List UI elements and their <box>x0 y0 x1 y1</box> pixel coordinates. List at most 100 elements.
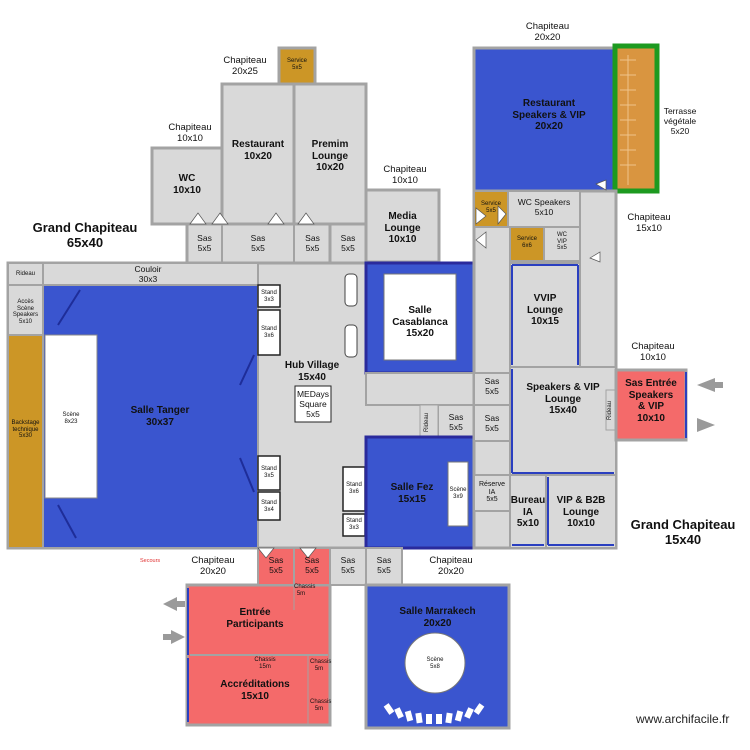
hub-furniture <box>344 324 358 358</box>
rideau-3-label: Rideau <box>607 400 613 420</box>
vvip-lounge-room <box>509 262 581 368</box>
gray-arrows <box>163 378 723 644</box>
wc-speakers-label: WC Speakers 5x10 <box>517 197 571 217</box>
medays-label: MEDays Square 5x5 <box>296 389 330 419</box>
sas-3-label: Sas 5x5 <box>305 233 320 253</box>
stand-a-label: Stand 3x3 <box>261 290 277 303</box>
sas-1-label: Sas 5x5 <box>197 233 212 253</box>
sas-mid-label: Sas 5x5 <box>448 412 464 432</box>
sas-bottom-2-label: Sas 5x5 <box>304 555 320 575</box>
salle-tanger-label: Salle Tanger 30x37 <box>130 405 190 428</box>
hub-furniture <box>344 273 358 307</box>
chassis-4-label: Chassis 5m <box>310 699 332 712</box>
scene-marrakech-label: Scène 5x8 <box>426 657 444 670</box>
tent-label-wc: Chapiteau 10x10 <box>168 122 212 144</box>
scene-fez <box>447 461 469 527</box>
stand-d <box>257 491 281 521</box>
scene-marrakech <box>404 632 466 694</box>
rideau-1-label: Rideau <box>15 271 35 277</box>
watermark: www.archifacile.fr <box>636 712 730 726</box>
sas-bottom-3-label: Sas 5x5 <box>340 555 356 575</box>
bureau-ia-label: Bureau IA 5x10 <box>510 495 546 529</box>
tanger-door <box>57 504 77 539</box>
restaurant-label: Restaurant 10x20 <box>231 139 285 162</box>
media-lounge-label: Media Lounge 10x10 <box>384 211 421 245</box>
tent-label-media: Chapiteau 10x10 <box>383 164 427 186</box>
couloir-label: Couloir 30x3 <box>134 264 162 284</box>
chassis-3-label: Chassis 5m <box>310 659 332 672</box>
sas-vvip-label: Sas 5x5 <box>484 413 500 433</box>
scene-tanger <box>44 334 98 499</box>
chassis-1-label: Chassis 5m <box>294 584 316 597</box>
tent-label-bottom-left: Chapiteau 20x20 <box>191 555 235 577</box>
stand-f-label: Stand 3x3 <box>346 518 362 531</box>
scene-fez-label: Scène 3x9 <box>449 487 467 500</box>
sas-bottom-4-label: Sas 5x5 <box>376 555 392 575</box>
sas-bottom-3-room <box>329 547 367 586</box>
wc-vip-room <box>543 226 581 262</box>
reserve-ia-label: Réserve IA 5x5 <box>478 481 506 504</box>
casablanca-inner <box>383 273 457 361</box>
sas-bottom-1-label: Sas 5x5 <box>268 555 284 575</box>
stand-a <box>257 284 281 308</box>
tent-label-65x40: Grand Chapiteau 65x40 <box>32 220 138 250</box>
stand-b <box>257 309 281 356</box>
tent-label-bottom-right: Chapiteau 20x20 <box>429 555 473 577</box>
stand-b-label: Stand 3x6 <box>261 326 277 339</box>
reserve-ia-room <box>473 474 511 512</box>
sas-casa-room <box>365 372 475 406</box>
tent-label-top-right: Chapiteau 20x20 <box>525 21 570 43</box>
sas-casa-label: Sas 5x5 <box>484 376 500 396</box>
sas-2-label: Sas 5x5 <box>250 233 266 253</box>
backstage-room <box>7 334 44 549</box>
salle-casablanca-label: Salle Casablanca 15x20 <box>392 305 448 339</box>
salle-fez-label: Salle Fez 15x15 <box>390 482 434 505</box>
acces-scene-label: Accès Scène Speakers 5x10 <box>12 299 39 325</box>
terrasse-room <box>612 43 660 194</box>
chassis-2-label: Chassis 15m <box>254 657 276 670</box>
vip-b2b-room <box>545 474 617 549</box>
service-speakers-room <box>473 190 509 228</box>
salle-marrakech-label: Salle Marrakech 20x20 <box>399 606 476 629</box>
hub-village-label: Hub Village 15x40 <box>284 360 340 383</box>
bureau-ia-room <box>509 474 547 549</box>
entree-participants-label: Entrée Participants <box>226 607 284 630</box>
restaurant-vip-label: Restaurant Speakers & VIP 20x20 <box>512 98 586 132</box>
vip-b2b-label: VIP & B2B Lounge 10x10 <box>556 495 606 529</box>
tanger-door <box>239 354 255 386</box>
wc-label: WC 10x10 <box>173 173 201 196</box>
service-6x6-label: Service 6x6 <box>516 236 537 249</box>
accreditations-label: Accréditations 15x10 <box>220 679 290 702</box>
stand-d-label: Stand 3x4 <box>261 500 277 513</box>
rideau-2-label: Rideau <box>424 412 430 432</box>
service-speakers-label: Service 5x5 <box>480 201 501 214</box>
tent-label-15x40: Grand Chapiteau 15x40 <box>630 517 736 547</box>
secours-label: Secours <box>140 558 161 564</box>
stand-c-label: Stand 3x5 <box>261 466 277 479</box>
service-top-label: Service 5x5 <box>286 58 307 71</box>
premium-lounge-room <box>292 82 368 226</box>
tanger-door <box>239 457 255 493</box>
terrasse-planks <box>620 55 636 185</box>
medays-square <box>294 385 332 423</box>
speakers-vip-label: Speakers & VIP Lounge 15x40 <box>526 382 600 416</box>
tent-label-20x25: Chapiteau 20x25 <box>223 55 267 77</box>
service-6x6-room <box>509 226 545 262</box>
wc-vip-label: WC VIP 5x5 <box>557 232 567 252</box>
vvip-lounge-label: VVIP Lounge 10x15 <box>526 293 564 327</box>
premium-lounge-label: Premim Lounge 10x20 <box>311 139 349 173</box>
sas-4-label: Sas 5x5 <box>340 233 356 253</box>
service-top-room <box>277 46 317 86</box>
tanger-door <box>57 289 81 326</box>
marrakech-seats <box>383 703 485 724</box>
stand-c <box>257 455 281 491</box>
door-marks <box>189 179 607 559</box>
tent-label-15x10: Chapiteau 15x10 <box>627 212 671 234</box>
stand-e-label: Stand 3x6 <box>346 482 362 495</box>
sas-media <box>328 222 368 265</box>
scene-tanger-label: Scène 8x23 <box>62 412 80 425</box>
tent-label-vip-10x10: Chapiteau 10x10 <box>631 341 675 363</box>
backstage-label: Backstage technique 5x30 <box>11 420 40 440</box>
sas-entree-vip-label: Sas Entrée Speakers & VIP 10x10 <box>625 378 677 424</box>
